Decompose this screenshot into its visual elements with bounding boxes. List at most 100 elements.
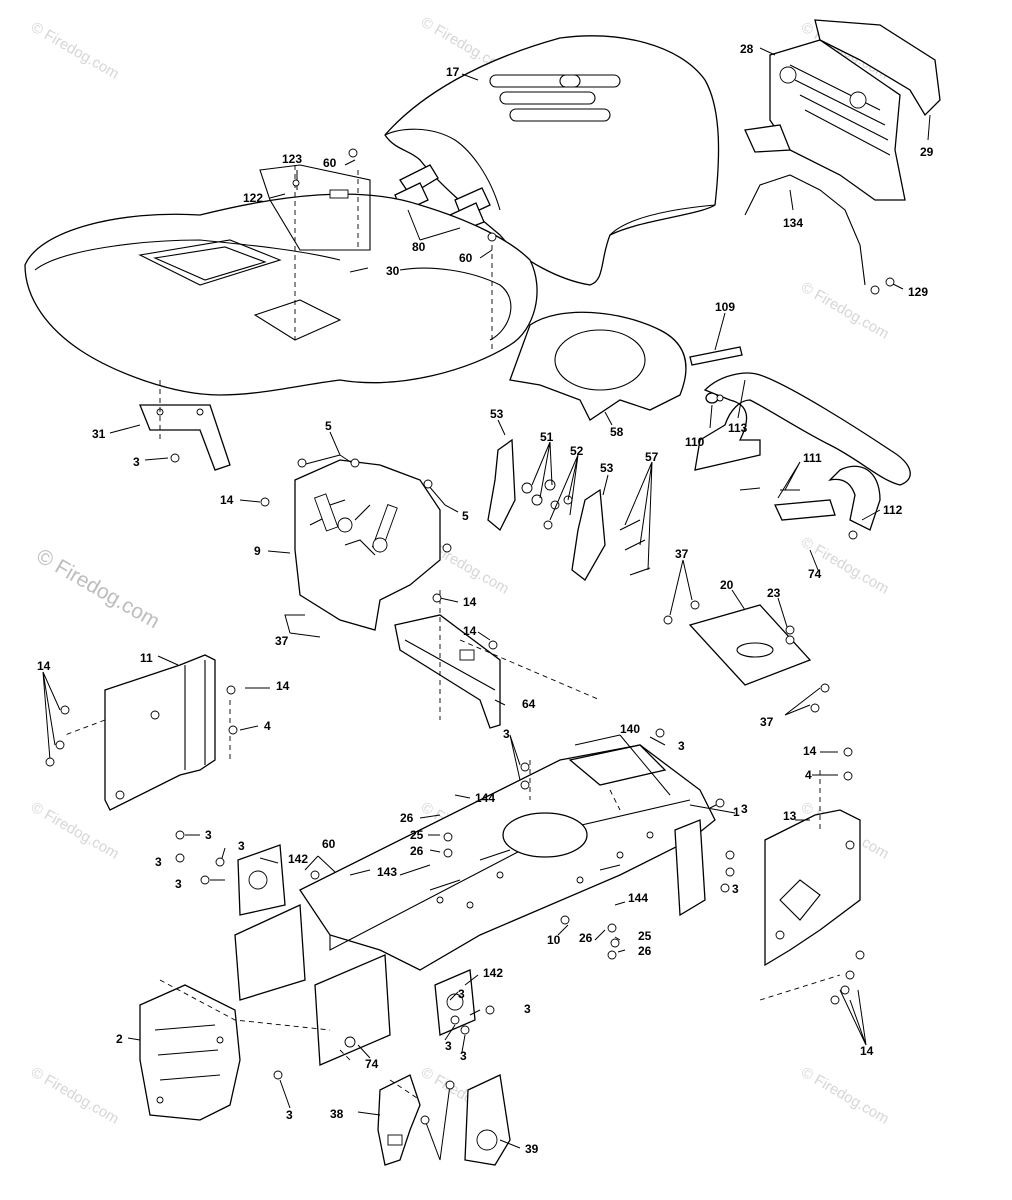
callout-4: 4 — [805, 768, 812, 782]
callout-14: 14 — [37, 659, 51, 673]
plate-part-2 — [139, 984, 241, 1121]
fasteners — [45, 148, 865, 1125]
callout-52: 52 — [570, 444, 584, 458]
callout-122: 122 — [243, 191, 263, 205]
callout-37: 37 — [760, 715, 774, 729]
callout-129: 129 — [908, 285, 928, 299]
callout-53: 53 — [490, 407, 504, 421]
bracket-part-39 — [464, 1074, 511, 1166]
bracket-part-142b — [434, 969, 476, 1036]
callout-2: 2 — [116, 1032, 123, 1046]
callout-3: 3 — [205, 828, 212, 842]
bar-part-109 — [689, 346, 743, 366]
watermark-large: © Firedog.com — [33, 544, 164, 633]
grille-part-28 — [744, 39, 906, 201]
callout-25: 25 — [638, 929, 652, 943]
callouts: 17 28 29 134 129 123 60 122 80 60 30 109… — [37, 42, 934, 1156]
callout-14: 14 — [463, 624, 477, 638]
callout-14: 14 — [220, 493, 234, 507]
callout-14: 14 — [276, 679, 290, 693]
callout-25: 25 — [410, 828, 424, 842]
gasket-part-30 — [259, 164, 371, 251]
shield-part-58 — [509, 311, 687, 421]
bumper-part-29 — [814, 19, 941, 117]
bracket-part-142a — [237, 844, 286, 916]
callout-144: 144 — [628, 891, 648, 905]
callout-11: 11 — [140, 651, 153, 665]
panel-part-9 — [294, 459, 441, 631]
callout-26: 26 — [638, 944, 652, 958]
callout-26: 26 — [410, 844, 424, 858]
callout-3: 3 — [133, 455, 140, 469]
callout-26: 26 — [400, 811, 414, 825]
callout-14: 14 — [463, 595, 477, 609]
callout-14: 14 — [860, 1044, 874, 1058]
callout-29: 29 — [920, 145, 934, 159]
callout-37: 37 — [675, 547, 689, 561]
callout-1: 1 — [733, 805, 740, 819]
callout-60: 60 — [323, 156, 337, 170]
bracket-part-31 — [139, 404, 231, 471]
watermark: © Firedog.com — [28, 799, 122, 863]
watermark: © Firedog.com — [28, 19, 122, 83]
callout-3: 3 — [175, 877, 182, 891]
callout-10: 10 — [547, 933, 561, 947]
callout-110: 110 — [685, 435, 705, 449]
callout-14: 14 — [803, 744, 817, 758]
assembly-lines — [64, 165, 841, 1101]
leader-lines — [42, 47, 931, 1161]
callout-5: 5 — [462, 509, 469, 523]
callout-3: 3 — [678, 739, 685, 753]
callout-4: 4 — [264, 719, 271, 733]
callout-109: 109 — [715, 300, 735, 314]
brace-part-134 — [744, 174, 895, 295]
callout-38: 38 — [330, 1107, 344, 1121]
callout-74: 74 — [365, 1057, 379, 1071]
bracket-part-53a — [487, 438, 516, 532]
callout-3: 3 — [460, 1049, 467, 1063]
bumper-tube-part-113 — [694, 372, 911, 531]
callout-3: 3 — [238, 839, 245, 853]
callout-142: 142 — [483, 966, 503, 980]
callout-28: 28 — [740, 42, 754, 56]
callout-3: 3 — [458, 987, 465, 1001]
callout-39: 39 — [525, 1142, 539, 1156]
callout-60: 60 — [322, 837, 336, 851]
callout-3: 3 — [503, 727, 510, 741]
callout-123: 123 — [282, 152, 302, 166]
callout-3: 3 — [741, 802, 748, 816]
watermark: © Firedog.com — [798, 534, 892, 598]
callout-37: 37 — [275, 634, 289, 648]
bracket-part-20 — [688, 604, 812, 686]
callout-60: 60 — [459, 251, 473, 265]
callout-31: 31 — [92, 427, 106, 441]
callout-111: 111 — [803, 451, 822, 465]
callout-134: 134 — [783, 216, 803, 230]
callout-30: 30 — [386, 264, 400, 278]
plate-part-13 — [764, 809, 861, 967]
callout-58: 58 — [610, 425, 624, 439]
callout-144: 144 — [475, 791, 495, 805]
callout-3: 3 — [155, 855, 162, 869]
watermark: © Firedog.com — [28, 1064, 122, 1128]
bracket-part-38 — [377, 1074, 421, 1166]
callout-9: 9 — [254, 544, 261, 558]
hardware-51-52-57 — [521, 479, 651, 576]
callout-142: 142 — [288, 852, 308, 866]
callout-80: 80 — [412, 240, 426, 254]
callout-3: 3 — [286, 1108, 293, 1122]
callout-53: 53 — [600, 461, 614, 475]
side-rails — [234, 819, 706, 1066]
callout-3: 3 — [732, 882, 739, 896]
callout-113: 113 — [728, 421, 748, 435]
callout-3: 3 — [524, 1002, 531, 1016]
callout-13: 13 — [783, 809, 797, 823]
callout-26: 26 — [579, 931, 593, 945]
watermark: © Firedog.com — [798, 1064, 892, 1128]
callout-140: 140 — [620, 722, 640, 736]
frame-part-1 — [299, 744, 716, 971]
bracket-part-111 — [739, 487, 858, 540]
callout-51: 51 — [540, 430, 554, 444]
callout-112: 112 — [883, 503, 903, 517]
